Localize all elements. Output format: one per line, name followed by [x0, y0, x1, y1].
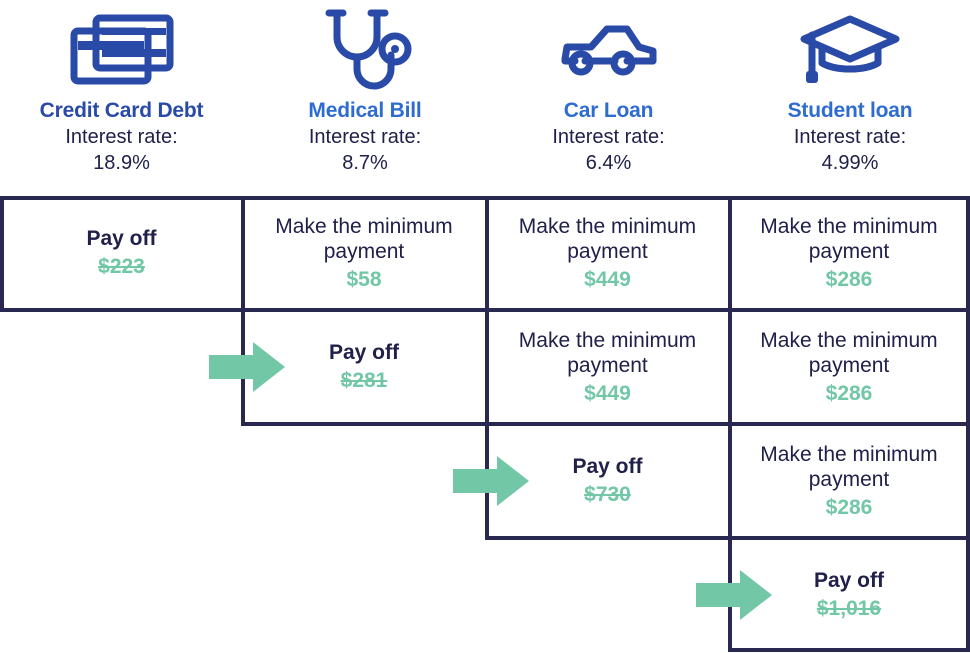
table-cell-row1-car-loan[interactable]: Make the minimum payment $449	[487, 196, 728, 310]
header-title: Medical Bill	[308, 99, 422, 122]
interest-rate-value: 4.99%	[821, 151, 879, 174]
cell-amount: $449	[584, 381, 631, 405]
table-cell-row1-credit-card-debt[interactable]: Pay off $223	[2, 196, 241, 310]
cell-action-label: Make the minimum payment	[760, 328, 938, 378]
cell-action-label: Make the minimum payment	[518, 328, 697, 378]
header-car-loan: Car Loan Interest rate: 6.4%	[487, 0, 730, 196]
interest-rate-label: Interest rate:	[65, 126, 178, 149]
grid-line-v-col1	[241, 196, 245, 426]
table-cell-row1-medical-bill[interactable]: Make the minimum payment $58	[243, 196, 485, 310]
grid-line-v-right-edge	[966, 196, 970, 652]
cell-amount: $1,016	[816, 597, 882, 620]
interest-rate-label: Interest rate:	[308, 126, 422, 149]
cell-action-label: Pay off	[813, 569, 884, 593]
stethoscope-icon	[243, 0, 487, 100]
table-cell-row2-student-loan[interactable]: Make the minimum payment $286	[730, 310, 968, 424]
grid-line-h-row2-bottom	[241, 422, 970, 426]
grid-line-h-row3-bottom	[485, 536, 970, 540]
table-cell-row3-car-loan[interactable]: Pay off $730	[487, 424, 728, 538]
cell-amount: $449	[584, 267, 631, 291]
interest-rate-value: 8.7%	[342, 151, 388, 174]
arrow-to-car-loan-payoff	[453, 456, 529, 506]
car-icon	[487, 0, 730, 100]
cell-amount: $286	[825, 495, 873, 519]
cell-action-label: Pay off	[328, 341, 399, 365]
cell-amount: $58	[346, 267, 382, 291]
column-headers: Credit Card Debt Interest rate: 18.9% Me…	[0, 0, 970, 196]
graduation-cap-icon	[730, 0, 970, 100]
cell-amount: $223	[98, 255, 145, 278]
cell-action-label: Make the minimum payment	[275, 214, 453, 264]
header-interest-rate: Interest rate: 6.4%	[487, 125, 730, 176]
header-title: Student loan	[787, 99, 913, 122]
cell-amount: $286	[825, 267, 873, 291]
table-cell-row3-student-loan[interactable]: Make the minimum payment $286	[730, 424, 968, 538]
interest-rate-value: 6.4%	[585, 151, 632, 174]
cell-action-label: Make the minimum payment	[760, 214, 938, 264]
header-interest-rate: Interest rate: 18.9%	[0, 125, 243, 176]
grid-line-v-left-edge	[0, 196, 4, 312]
table-cell-row2-car-loan[interactable]: Make the minimum payment $449	[487, 310, 728, 424]
cell-amount: $730	[584, 483, 631, 506]
arrow-to-medical-bill-payoff	[209, 342, 285, 392]
table-cell-row1-student-loan[interactable]: Make the minimum payment $286	[730, 196, 968, 310]
cell-action-label: Make the minimum payment	[760, 442, 938, 492]
cell-action-label: Make the minimum payment	[518, 214, 697, 264]
header-interest-rate: Interest rate: 8.7%	[243, 125, 487, 176]
header-medical-bill: Medical Bill Interest rate: 8.7%	[243, 0, 487, 196]
cell-action-label: Pay off	[86, 227, 157, 251]
table-cell-row4-student-loan[interactable]: Pay off $1,016	[730, 538, 968, 652]
header-student-loan: Student loan Interest rate: 4.99%	[730, 0, 970, 196]
interest-rate-value: 18.9%	[93, 151, 150, 174]
grid-line-h-row4-bottom	[728, 648, 970, 652]
credit-cards-icon	[0, 0, 243, 100]
header-title: Credit Card Debt	[39, 99, 204, 122]
grid-line-v-col2	[485, 196, 489, 540]
interest-rate-label: Interest rate:	[793, 126, 907, 149]
cell-amount: $281	[340, 369, 388, 392]
arrow-to-student-loan-payoff	[696, 570, 772, 620]
header-credit-card-debt: Credit Card Debt Interest rate: 18.9%	[0, 0, 243, 196]
cell-amount: $286	[825, 381, 873, 405]
header-interest-rate: Interest rate: 4.99%	[730, 125, 970, 176]
cell-action-label: Pay off	[572, 455, 643, 479]
grid-line-v-col3	[728, 196, 732, 652]
header-title: Car Loan	[563, 99, 654, 122]
payoff-staircase-table: Pay off $223 Make the minimum payment $5…	[0, 196, 970, 653]
interest-rate-label: Interest rate:	[552, 126, 665, 149]
